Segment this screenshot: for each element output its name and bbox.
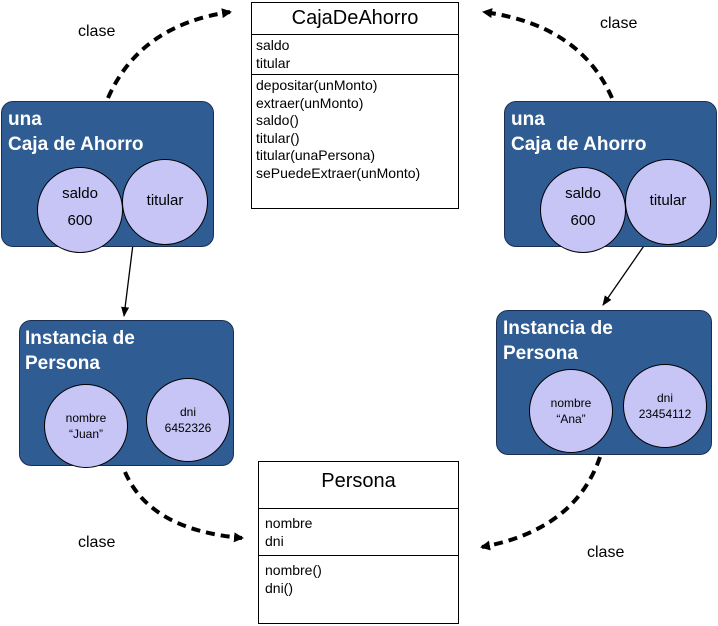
class-label-bottom-right: clase <box>587 544 625 561</box>
slot-label: dni <box>656 391 673 405</box>
instance-title: Instancia de Persona <box>503 318 613 364</box>
uml-method: saldo() <box>256 112 299 128</box>
slot-dni: dni 23454112 <box>623 364 707 448</box>
uml-method: extraer(unMonto) <box>256 94 364 111</box>
slot-value: “Ana” <box>556 412 586 426</box>
class-label-top-left: clase <box>78 23 116 40</box>
slot-nombre: nombre “Ana” <box>529 369 613 453</box>
caja-instance-left: una Caja de Ahorro saldo 600 titular <box>1 101 214 253</box>
uml-class-name: Persona <box>259 462 458 509</box>
slot-value: 6452326 <box>164 421 212 435</box>
persona-instance-right: Instancia de Persona nombre “Ana” dni 23… <box>496 310 712 455</box>
slot-saldo: saldo 600 <box>37 167 123 253</box>
slot-label: dni <box>179 405 196 419</box>
class-arrow-top-left <box>106 8 232 99</box>
uml-attribute: titular <box>256 54 291 71</box>
slot-nombre: nombre “Juan” <box>44 384 128 468</box>
class-arrow-top-right <box>482 8 614 99</box>
uml-method: titular() <box>256 129 300 146</box>
uml-method: sePuedeExtraer(unMonto) <box>256 164 421 181</box>
uml-method: nombre() <box>265 562 322 578</box>
instance-title: una Caja de Ahorro <box>8 109 144 155</box>
uml-attribute: dni <box>265 532 284 549</box>
slot-value: “Juan” <box>68 427 103 441</box>
class-label-top-right: clase <box>600 15 638 32</box>
slot-dni: dni 6452326 <box>146 378 230 462</box>
uml-methods: nombre() dni() <box>259 555 458 602</box>
class-arrow-bottom-right <box>480 456 602 551</box>
slot-saldo: saldo 600 <box>540 167 626 253</box>
uml-method: titular(unaPersona) <box>256 147 376 163</box>
slot-label: saldo <box>62 185 98 202</box>
slot-value: 600 <box>67 212 93 229</box>
slot-label: titular <box>146 192 184 209</box>
persona-instance-left: Instancia de Persona nombre “Juan” dni 6… <box>19 320 234 468</box>
uml-methods: depositar(unMonto) extraer(unMonto) sald… <box>252 74 458 184</box>
uml-class-persona: Persona nombre dni nombre() dni() <box>258 461 459 624</box>
class-arrow-bottom-left <box>123 471 244 543</box>
slot-label: nombre <box>65 411 107 425</box>
uml-attributes: nombre dni <box>259 509 458 555</box>
uml-attributes: saldo titular <box>252 35 458 74</box>
slot-titular: titular <box>625 159 711 245</box>
caja-instance-right: una Caja de Ahorro saldo 600 titular <box>504 101 717 253</box>
uml-method: depositar(unMonto) <box>256 77 378 93</box>
instance-title: una Caja de Ahorro <box>511 109 647 155</box>
uml-class-caja-de-ahorro: CajaDeAhorro saldo titular depositar(unM… <box>251 2 459 209</box>
uml-attribute: nombre <box>265 515 313 531</box>
slot-titular: titular <box>122 159 208 245</box>
slot-value: 23454112 <box>638 407 692 421</box>
instance-title: Instancia de Persona <box>25 328 135 374</box>
uml-method: dni() <box>265 579 294 596</box>
uml-class-name: CajaDeAhorro <box>252 3 458 35</box>
slot-value: 600 <box>570 212 596 229</box>
slot-label: saldo <box>565 185 601 202</box>
class-label-bottom-left: clase <box>78 534 116 551</box>
slot-label: titular <box>649 192 687 209</box>
uml-attribute: saldo <box>256 37 290 53</box>
slot-label: nombre <box>550 396 592 410</box>
